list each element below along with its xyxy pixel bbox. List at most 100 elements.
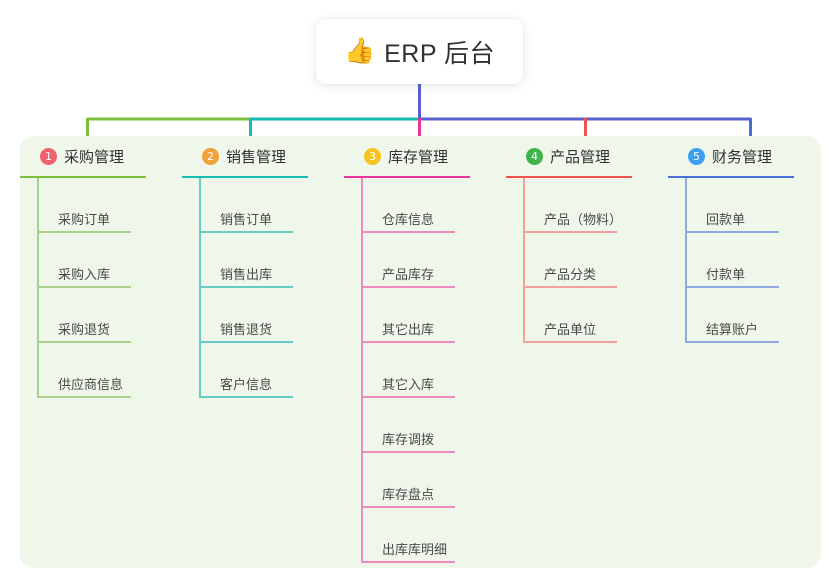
root-node-card[interactable]: 👍 ERP 后台 — [316, 19, 523, 84]
leaf-item-label: 回款单 — [706, 212, 746, 227]
leaf-item[interactable]: 产品单位 — [523, 288, 668, 343]
leaf-item[interactable]: 其它入库 — [361, 343, 506, 398]
leaf-item-label: 其它出库 — [382, 322, 435, 337]
leaf-item-label: 付款单 — [706, 267, 746, 282]
branch-leaf-list: 采购订单采购入库采购退货供应商信息 — [37, 178, 182, 398]
leaf-item-rule — [37, 231, 131, 233]
leaf-item-rule — [523, 341, 617, 343]
branch-leaf-list: 销售订单销售出库销售退货客户信息 — [199, 178, 344, 398]
branch-header-rule — [344, 176, 470, 178]
branch-header-rule — [20, 176, 146, 178]
branch-spine — [523, 178, 525, 343]
branch-header-1[interactable]: 1 采购管理 — [37, 136, 182, 176]
leaf-item-label: 销售订单 — [220, 212, 273, 227]
branch-header-3[interactable]: 3 库存管理 — [361, 136, 506, 176]
branch-spine — [37, 178, 39, 398]
branch-header-4[interactable]: 4 产品管理 — [523, 136, 668, 176]
leaf-item-label: 出库库明细 — [382, 542, 448, 557]
leaf-item-label: 供应商信息 — [58, 377, 124, 392]
leaf-item[interactable]: 仓库信息 — [361, 178, 506, 233]
branch-spine — [361, 178, 363, 563]
leaf-item[interactable]: 产品库存 — [361, 233, 506, 288]
leaf-item-rule — [361, 451, 455, 453]
branch-number-badge: 1 — [40, 147, 57, 165]
leaf-item-rule — [199, 286, 293, 288]
leaf-item[interactable]: 供应商信息 — [37, 343, 182, 398]
leaf-item-label: 销售退货 — [220, 322, 273, 337]
branch-header-rule — [506, 176, 632, 178]
branch-spine — [685, 178, 687, 343]
leaf-item[interactable]: 产品分类 — [523, 233, 668, 288]
leaf-item-label: 产品单位 — [544, 322, 597, 337]
leaf-item-label: 客户信息 — [220, 377, 273, 392]
leaf-item[interactable]: 销售出库 — [199, 233, 344, 288]
leaf-item[interactable]: 销售退货 — [199, 288, 344, 343]
leaf-item-rule — [37, 286, 131, 288]
leaf-item-label: 采购订单 — [58, 212, 111, 227]
leaf-item[interactable]: 客户信息 — [199, 343, 344, 398]
leaf-item-label: 库存调拨 — [382, 432, 435, 447]
leaf-item-rule — [523, 231, 617, 233]
root-node-title: ERP 后台 — [384, 39, 496, 68]
branch-spine — [199, 178, 201, 398]
leaf-item-label: 库存盘点 — [382, 487, 435, 502]
leaf-item-label: 其它入库 — [382, 377, 435, 392]
branch-title: 销售管理 — [226, 148, 287, 166]
branch-number-badge: 3 — [364, 147, 381, 165]
branches-panel — [20, 136, 821, 568]
branch-header-5[interactable]: 5 财务管理 — [685, 136, 830, 176]
leaf-item-label: 采购入库 — [58, 267, 111, 282]
branch-leaf-list: 仓库信息产品库存其它出库其它入库库存调拨库存盘点出库库明细 — [361, 178, 506, 563]
branch-header-rule — [668, 176, 794, 178]
leaf-item-label: 采购退货 — [58, 322, 111, 337]
leaf-item-rule — [361, 561, 455, 563]
branch-number-badge: 2 — [202, 147, 219, 165]
leaf-item-label: 结算账户 — [706, 322, 759, 337]
leaf-item-rule — [685, 341, 779, 343]
branch-title: 财务管理 — [712, 148, 773, 166]
branch-column-1: 1 采购管理采购订单采购入库采购退货供应商信息 — [20, 136, 182, 568]
branch-header-2[interactable]: 2 销售管理 — [199, 136, 344, 176]
leaf-item[interactable]: 产品（物料） — [523, 178, 668, 233]
leaf-item[interactable]: 采购退货 — [37, 288, 182, 343]
leaf-item-label: 销售出库 — [220, 267, 273, 282]
leaf-item-label: 产品库存 — [382, 267, 435, 282]
leaf-item-rule — [199, 396, 293, 398]
leaf-item-rule — [685, 231, 779, 233]
branch-column-3: 3 库存管理仓库信息产品库存其它出库其它入库库存调拨库存盘点出库库明细 — [344, 136, 506, 568]
leaf-item[interactable]: 结算账户 — [685, 288, 830, 343]
leaf-item-rule — [361, 286, 455, 288]
leaf-item-label: 产品（物料） — [544, 212, 623, 227]
branch-column-2: 2 销售管理销售订单销售出库销售退货客户信息 — [182, 136, 344, 568]
thumbs-up-icon: 👍 — [343, 37, 376, 65]
leaf-item[interactable]: 其它出库 — [361, 288, 506, 343]
branch-title: 采购管理 — [64, 148, 125, 166]
leaf-item[interactable]: 回款单 — [685, 178, 830, 233]
branch-number-badge: 5 — [688, 147, 705, 165]
branch-number-badge: 4 — [526, 147, 543, 165]
branch-title: 库存管理 — [388, 148, 449, 166]
leaf-item[interactable]: 库存盘点 — [361, 453, 506, 508]
branch-column-4: 4 产品管理产品（物料） 产品分类产品单位 — [506, 136, 668, 568]
leaf-item-rule — [199, 341, 293, 343]
branch-title: 产品管理 — [550, 148, 611, 166]
leaf-item[interactable]: 库存调拨 — [361, 398, 506, 453]
leaf-item[interactable]: 采购订单 — [37, 178, 182, 233]
leaf-item-label: 仓库信息 — [382, 212, 435, 227]
leaf-item[interactable]: 销售订单 — [199, 178, 344, 233]
leaf-item-label: 产品分类 — [544, 267, 597, 282]
leaf-item-rule — [361, 341, 455, 343]
leaf-item-rule — [361, 396, 455, 398]
branch-column-5: 5 财务管理回款单付款单结算账户 — [668, 136, 830, 568]
leaf-item-rule — [361, 506, 455, 508]
leaf-item[interactable]: 出库库明细 — [361, 508, 506, 563]
branch-header-rule — [182, 176, 308, 178]
leaf-item-rule — [361, 231, 455, 233]
branch-columns: 1 采购管理采购订单采购入库采购退货供应商信息 2 销售管理销售订单销售出库销售退货客… — [20, 136, 821, 568]
leaf-item-rule — [37, 341, 131, 343]
leaf-item[interactable]: 付款单 — [685, 233, 830, 288]
leaf-item-rule — [199, 231, 293, 233]
leaf-item[interactable]: 采购入库 — [37, 233, 182, 288]
leaf-item-rule — [685, 286, 779, 288]
